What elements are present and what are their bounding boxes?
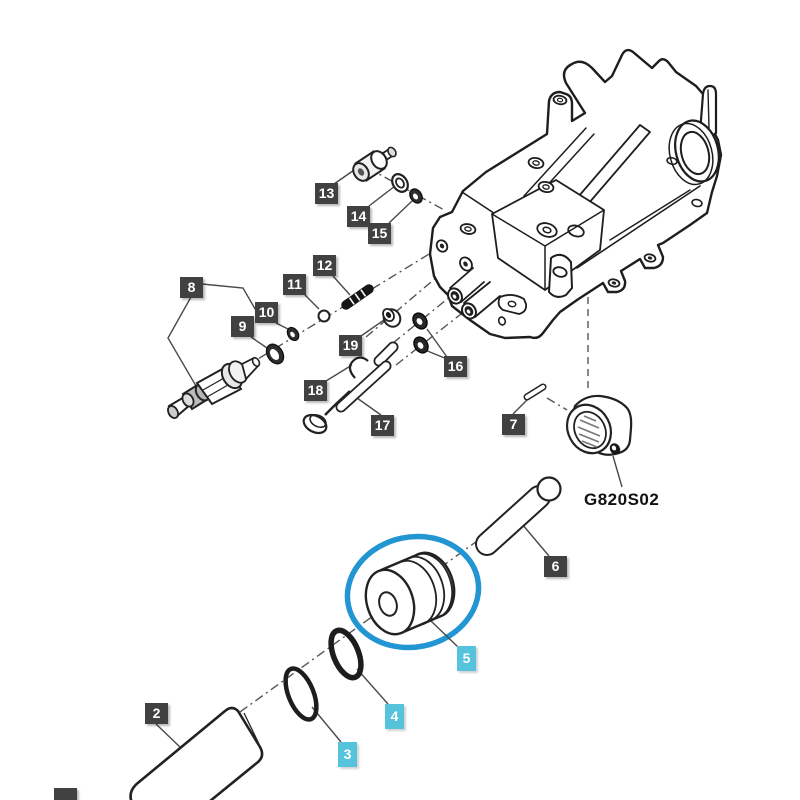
part-14-washer bbox=[391, 173, 409, 193]
highlight-circle bbox=[344, 533, 482, 651]
part-label-17[interactable]: 17 bbox=[371, 415, 394, 436]
part-label-15[interactable]: 15 bbox=[368, 223, 391, 244]
part-19-bushing bbox=[382, 308, 402, 328]
part-8-valve bbox=[167, 356, 261, 419]
part-label-5[interactable]: 5 bbox=[457, 646, 476, 671]
part-7-pin bbox=[523, 383, 547, 401]
part-15-washer bbox=[409, 188, 423, 204]
part-label-7[interactable]: 7 bbox=[502, 414, 525, 435]
part-label-8[interactable]: 8 bbox=[180, 277, 203, 298]
part-12-spring bbox=[341, 284, 374, 310]
part-3-oring bbox=[283, 666, 319, 722]
part-17-rod bbox=[335, 360, 392, 413]
part-label-16[interactable]: 16 bbox=[444, 356, 467, 377]
part-label-6[interactable]: 6 bbox=[544, 556, 567, 577]
housing-drawing bbox=[428, 48, 723, 340]
part-label-13[interactable]: 13 bbox=[315, 183, 338, 204]
part-label-18[interactable]: 18 bbox=[304, 380, 327, 401]
part-11-ball bbox=[317, 309, 331, 323]
part-label-19[interactable]: 19 bbox=[339, 335, 362, 356]
part-label-4[interactable]: 4 bbox=[385, 704, 404, 729]
part-4-oring bbox=[328, 627, 364, 681]
part-16-rings bbox=[412, 312, 429, 354]
part-label-14[interactable]: 14 bbox=[347, 206, 370, 227]
part-rod-upper bbox=[373, 341, 399, 367]
part-cam-block bbox=[565, 394, 633, 456]
part-label-12[interactable]: 12 bbox=[313, 255, 336, 276]
part-5-piston bbox=[364, 551, 456, 636]
part-label-3[interactable]: 3 bbox=[338, 742, 357, 767]
part-code-text: G820S02 bbox=[584, 490, 660, 509]
part-label-2[interactable]: 2 bbox=[145, 703, 168, 724]
part-18-valve bbox=[302, 356, 369, 435]
part-13-fitting bbox=[352, 146, 397, 182]
part-label-11[interactable]: 11 bbox=[283, 274, 306, 295]
part-6-rod bbox=[475, 476, 562, 556]
part-label-9[interactable]: 9 bbox=[231, 316, 254, 337]
part-9-washer bbox=[265, 343, 285, 365]
part-label-10[interactable]: 10 bbox=[255, 302, 278, 323]
part-label-1-partial[interactable] bbox=[54, 788, 77, 800]
part-10-ring bbox=[286, 326, 300, 342]
